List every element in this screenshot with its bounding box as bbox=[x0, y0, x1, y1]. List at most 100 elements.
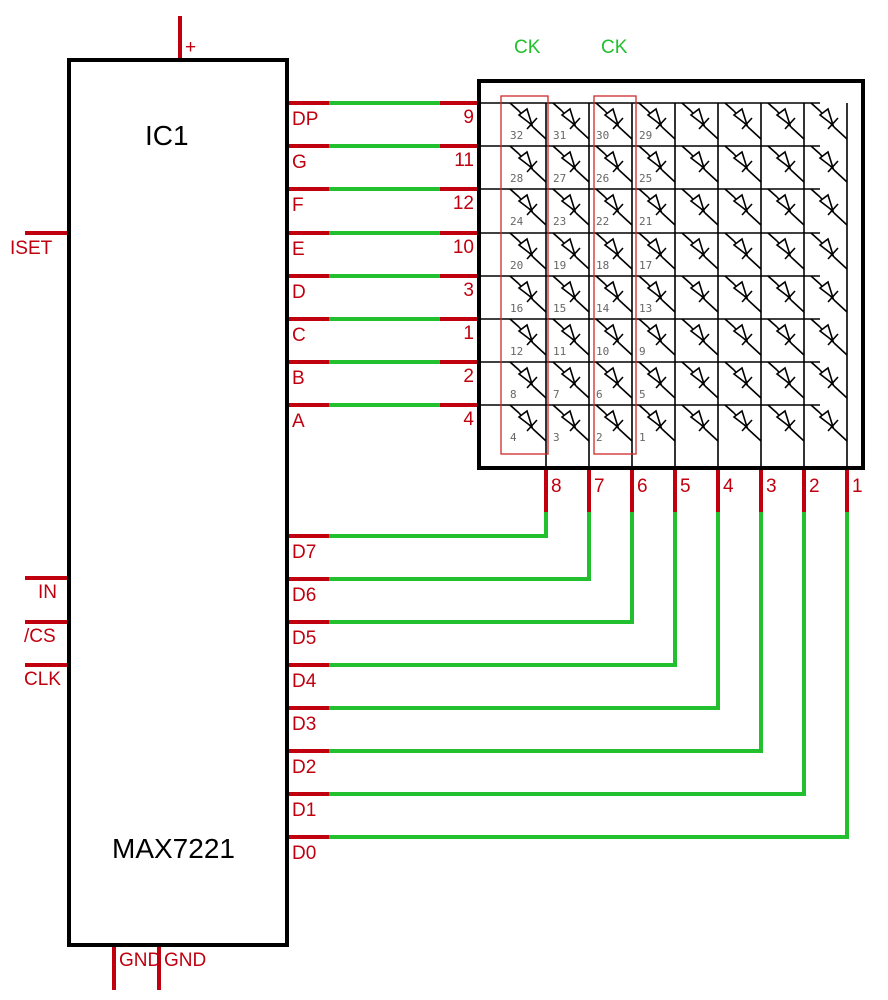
digit-label-d4: D4 bbox=[292, 671, 317, 692]
matrix-row-number-5: 3 bbox=[463, 280, 474, 301]
led-diode bbox=[552, 232, 590, 270]
led-number-2: 2 bbox=[596, 431, 603, 444]
led-diode bbox=[552, 361, 590, 399]
digit-label-d2: D2 bbox=[292, 757, 316, 778]
led-diode bbox=[724, 102, 762, 140]
led-number-6: 6 bbox=[596, 388, 603, 401]
segment-label-b: B bbox=[292, 368, 305, 389]
matrix-col-number-7: 2 bbox=[809, 476, 820, 497]
led-number-28: 28 bbox=[510, 172, 523, 185]
led-number-25: 25 bbox=[639, 172, 652, 185]
led-number-10: 10 bbox=[596, 345, 609, 358]
led-diode bbox=[681, 275, 719, 313]
led-diode bbox=[681, 102, 719, 140]
matrix-row-number-1: 9 bbox=[463, 107, 474, 128]
led-diode bbox=[595, 361, 633, 399]
matrix-col-number-4: 5 bbox=[680, 476, 691, 497]
digit-wire-d6 bbox=[329, 512, 591, 581]
digit-wire-d4 bbox=[329, 512, 677, 667]
matrix-row-number-7: 2 bbox=[463, 366, 474, 387]
digit-wire-d7 bbox=[329, 512, 548, 538]
led-diode bbox=[638, 145, 676, 183]
led-number-20: 20 bbox=[510, 259, 523, 272]
led-number-4: 4 bbox=[510, 431, 517, 444]
led-diode bbox=[810, 361, 848, 399]
led-number-24: 24 bbox=[510, 215, 524, 228]
led-matrix-body bbox=[477, 79, 865, 470]
led-diode bbox=[552, 102, 590, 140]
ck-label-2: CK bbox=[601, 37, 628, 58]
led-diode bbox=[595, 404, 633, 442]
digit-label-d6: D6 bbox=[292, 585, 316, 606]
led-number-8: 8 bbox=[510, 388, 517, 401]
led-diode bbox=[724, 361, 762, 399]
led-diode bbox=[509, 361, 547, 399]
led-number-21: 21 bbox=[639, 215, 652, 228]
led-number-17: 17 bbox=[639, 259, 652, 272]
matrix-col-number-6: 3 bbox=[766, 476, 777, 497]
led-diode bbox=[509, 102, 547, 140]
matrix-col-number-1: 8 bbox=[551, 476, 562, 497]
led-diode bbox=[509, 145, 547, 183]
segment-label-g: G bbox=[292, 152, 307, 173]
led-diode bbox=[595, 318, 633, 356]
ic-part: MAX7221 bbox=[112, 833, 235, 864]
led-diode bbox=[767, 232, 805, 270]
segment-label-f: F bbox=[292, 195, 304, 216]
led-diode bbox=[509, 275, 547, 313]
power-label: + bbox=[185, 37, 196, 58]
led-diode bbox=[681, 145, 719, 183]
led-number-23: 23 bbox=[553, 215, 566, 228]
led-number-14: 14 bbox=[596, 302, 610, 315]
led-diode bbox=[724, 318, 762, 356]
ic-body bbox=[67, 58, 289, 947]
ck-label-1: CK bbox=[514, 37, 541, 58]
led-diode bbox=[767, 361, 805, 399]
led-diode bbox=[681, 361, 719, 399]
led-diode bbox=[638, 361, 676, 399]
led-number-16: 16 bbox=[510, 302, 523, 315]
led-diode bbox=[724, 404, 762, 442]
led-diode bbox=[810, 102, 848, 140]
led-diode bbox=[552, 188, 590, 226]
ck-highlight-1 bbox=[500, 95, 549, 455]
led-diode bbox=[595, 102, 633, 140]
led-number-29: 29 bbox=[639, 129, 652, 142]
led-number-27: 27 bbox=[553, 172, 566, 185]
led-diode bbox=[509, 404, 547, 442]
segment-label-c: C bbox=[292, 325, 306, 346]
digit-label-d0: D0 bbox=[292, 843, 316, 864]
matrix-row-number-2: 11 bbox=[454, 150, 474, 171]
led-diode bbox=[724, 275, 762, 313]
led-diode bbox=[681, 232, 719, 270]
cs-label: /CS bbox=[24, 626, 56, 647]
matrix-row-number-4: 10 bbox=[453, 237, 474, 258]
led-diode bbox=[552, 145, 590, 183]
led-diode bbox=[638, 102, 676, 140]
led-diode bbox=[509, 188, 547, 226]
digit-wire-d3 bbox=[329, 512, 720, 710]
led-diode bbox=[810, 188, 848, 226]
led-diode bbox=[638, 318, 676, 356]
led-number-19: 19 bbox=[553, 259, 566, 272]
led-diode bbox=[810, 232, 848, 270]
digit-label-d7: D7 bbox=[292, 542, 316, 563]
led-diode bbox=[767, 102, 805, 140]
led-diode bbox=[724, 145, 762, 183]
gnd-label-2: GND bbox=[164, 950, 206, 971]
led-number-3: 3 bbox=[553, 431, 560, 444]
led-diode bbox=[767, 318, 805, 356]
clk-label: CLK bbox=[24, 669, 61, 690]
led-diode bbox=[810, 275, 848, 313]
led-diode bbox=[681, 188, 719, 226]
led-diode bbox=[595, 188, 633, 226]
led-diode bbox=[767, 404, 805, 442]
led-diode bbox=[810, 145, 848, 183]
led-diode bbox=[767, 145, 805, 183]
matrix-col-number-3: 6 bbox=[637, 476, 648, 497]
in-label: IN bbox=[38, 582, 57, 603]
led-diode bbox=[595, 275, 633, 313]
